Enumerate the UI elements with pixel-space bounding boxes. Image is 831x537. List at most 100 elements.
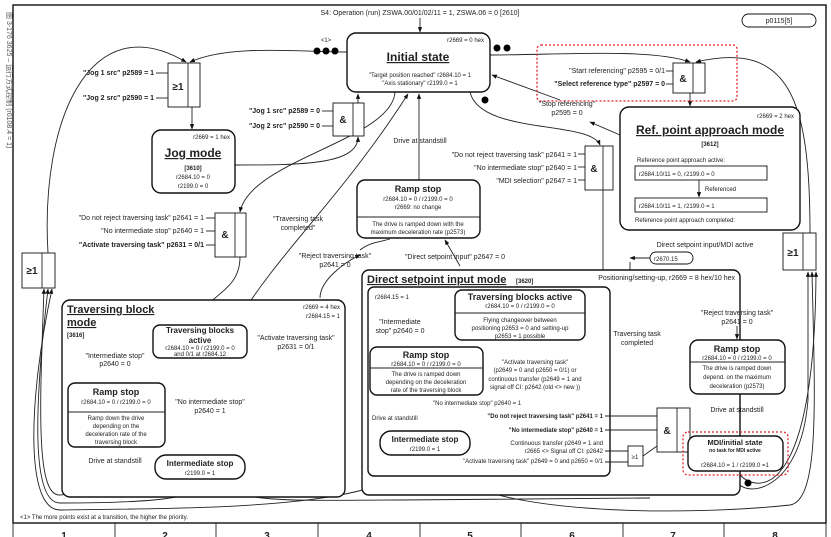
column-numbers: 1 2 3 4 5 6 7 8 — [12, 523, 827, 537]
svg-text:Ramp stop: Ramp stop — [395, 184, 442, 194]
param-ref: p0115[5] — [766, 18, 793, 25]
svg-text:≥1: ≥1 — [172, 82, 183, 93]
svg-text:&: & — [339, 115, 346, 126]
svg-text:r2684.10 = 0: r2684.10 = 0 — [176, 175, 211, 181]
svg-text:Flying changeover between: Flying changeover between — [483, 318, 556, 324]
jog2-exit-input: "Jog 2 src" p2590 = 0 — [249, 123, 320, 130]
svg-text:signal off CI: p2642 (old <> n: signal off CI: p2642 (old <> new )) — [490, 385, 580, 391]
svg-text:depending on the: depending on the — [93, 424, 140, 430]
column-number: 7 — [670, 531, 676, 537]
svg-text:Ramp stop: Ramp stop — [714, 344, 761, 354]
initial-state-title: Initial state — [387, 50, 450, 64]
central-ramp-stop: Ramp stop r2684.10 = 0 / r2199.0 = 0 r26… — [356, 179, 481, 239]
svg-text:"No intermediate stop" p2640 =: "No intermediate stop" p2640 = 1 — [509, 428, 604, 434]
jog2-enter-input: "Jog 2 src" p2590 = 1 — [83, 95, 154, 102]
dsm-intermediate-stop-label: "Intermediate — [379, 319, 421, 326]
tbm-traversing-blocks-active: Traversing blocks active r2684.10 = 0 / … — [152, 324, 248, 359]
mdi-and-gate: & — [578, 145, 614, 191]
dsm-task-completed-label: Traversing task — [613, 331, 661, 338]
svg-text:r2199.0 = 0: r2199.0 = 0 — [178, 184, 209, 190]
select-reference-type-input: "Select reference type" p2597 = 0 — [554, 81, 665, 88]
svg-text:r2684.10 = 0 / r2199.0 = 0: r2684.10 = 0 / r2199.0 = 0 — [485, 304, 555, 310]
jog1-enter-input: "Jog 1 src" p2589 = 1 — [83, 70, 154, 77]
tbm-activate-task-label: "Activate traversing task" — [257, 335, 335, 342]
jog-or-gate: ≥1 — [156, 62, 201, 108]
dsm-task-completed-label: completed — [621, 340, 653, 347]
svg-text:The drive is ramped down: The drive is ramped down — [391, 372, 460, 378]
ref-point-approach-mode: r2669 = 2 hex Ref. point approach mode [… — [619, 106, 801, 231]
dsm-and-gate: & — [656, 407, 691, 453]
svg-text:≥1: ≥1 — [26, 266, 37, 277]
svg-text:(p2649 = 0 and p2650 = 0/1) or: (p2649 = 0 and p2650 = 0/1) or — [493, 368, 576, 374]
svg-text:Intermediate stop: Intermediate stop — [392, 435, 459, 444]
traversing-task-completed-label: "Traversing task — [273, 216, 324, 223]
traversing-entry-input: "Do not reject traversing task" p2641 = … — [79, 215, 205, 222]
svg-text:[3610]: [3610] — [184, 166, 201, 172]
jog-mode: r2669 = 1 hex Jog mode [3610] r2684.10 =… — [151, 129, 236, 194]
svg-text:deceleration rate of the: deceleration rate of the — [85, 432, 147, 438]
traversing-entry-input: "No intermediate stop" p2640 = 1 — [101, 228, 204, 235]
dsm-ramp-stop: Ramp stop r2684.10 = 0 / r2199.0 = 0 The… — [369, 346, 484, 396]
svg-text:[3620]: [3620] — [516, 279, 533, 285]
initial-state-code: r2669 = 0 hex — [447, 38, 484, 44]
mdi-entry-input: "No intermediate stop" p2640 = 1 — [474, 165, 577, 172]
svg-text:r2669: no change: r2669: no change — [395, 205, 442, 211]
dsm-activate-task-label: "Activate traversing task" (p2649 = 0 an… — [488, 360, 581, 391]
column-number: 5 — [467, 531, 473, 537]
svg-text:r2684.10 = 0 / r2199.0 = 0: r2684.10 = 0 / r2199.0 = 0 — [391, 362, 461, 368]
mdi-active-signal-badge — [649, 251, 694, 265]
svg-text:&: & — [221, 230, 228, 241]
mdi-active-label: Direct setpoint input/MDI active — [657, 242, 754, 249]
mdi-active-signal: r2670.15 — [654, 257, 678, 263]
svg-text:maximum deceleration rate (p25: maximum deceleration rate (p2573) — [371, 230, 466, 236]
svg-text:mode: mode — [67, 317, 96, 329]
footnote: <1> The more points exist at a transitio… — [20, 515, 188, 521]
svg-text:Positioning/setting-up, r2669: Positioning/setting-up, r2669 = 8 hex/10… — [598, 275, 735, 282]
initial-state: r2669 = 0 hex Initial state "Target posi… — [346, 32, 491, 93]
tbm-intermediate-stop: Intermediate stop r2199.0 = 1 — [154, 454, 246, 480]
tbm-activate-task-label: p2631 = 0/1 — [277, 344, 314, 351]
traversing-task-completed-label: completed" — [281, 225, 316, 232]
mdi-entry-input: "MDI selection" p2647 = 1 — [496, 178, 577, 185]
column-number: 3 — [264, 531, 270, 537]
jog-exit-and-gate: & — [322, 102, 365, 137]
svg-text:Reference point approach activ: Reference point approach active: — [637, 158, 725, 164]
param-ref-badge — [741, 13, 817, 28]
column-number: 2 — [162, 531, 168, 537]
dsm-intermediate-stop: Intermediate stop r2199.0 = 1 — [379, 430, 471, 456]
tbm-no-intermediate-stop-label: p2640 = 1 — [194, 408, 225, 415]
traversing-entry-and-gate: & — [206, 212, 247, 258]
svg-text:r2199.0 = 1: r2199.0 = 1 — [185, 471, 216, 477]
svg-text:r2684.10 = 0 / r2199.0 = 0: r2684.10 = 0 / r2199.0 = 0 — [165, 346, 235, 352]
svg-text:active: active — [189, 336, 212, 345]
svg-text:Direct setpoint input mode: Direct setpoint input mode — [367, 274, 506, 286]
svg-text:"Do not reject traversing task: "Do not reject traversing task" p2641 = … — [487, 414, 603, 420]
svg-text:r2684.15 = 1: r2684.15 = 1 — [375, 295, 410, 301]
svg-text:[3616]: [3616] — [67, 333, 84, 339]
dsm-right-drive-at-standstill: Drive at standstill — [710, 407, 764, 414]
svg-text:r2669 = 1 hex: r2669 = 1 hex — [193, 135, 230, 141]
svg-text:r2684.15 = 1: r2684.15 = 1 — [306, 314, 341, 320]
dsm-drive-at-standstill: Drive at standstill — [372, 416, 418, 422]
svg-text:Traversing blocks: Traversing blocks — [166, 326, 235, 335]
jog-mode-title: Jog mode — [165, 146, 222, 160]
svg-text:Intermediate stop: Intermediate stop — [167, 459, 234, 468]
svg-text:The drive is ramped down with: The drive is ramped down with the — [372, 222, 464, 228]
svg-text:Reference point approach compl: Reference point approach completed: — [635, 218, 735, 224]
svg-text:Ramp stop: Ramp stop — [93, 387, 140, 397]
initial-state-line1: "Target position reached" r2684.10 = 1 — [369, 73, 472, 79]
column-number: 6 — [569, 531, 575, 537]
tbm-intermediate-stop-label: "Intermediate stop" — [85, 353, 145, 360]
svg-text:"Activate traversing task" p26: "Activate traversing task" p2649 = 0 and… — [463, 459, 604, 465]
tbm-intermediate-stop-label: p2640 = 0 — [99, 361, 130, 368]
svg-text:r2684.10/11 = 1, r2199.0 = 1: r2684.10/11 = 1, r2199.0 = 1 — [639, 204, 715, 210]
svg-text:rate of the traversing block: rate of the traversing block — [391, 388, 463, 394]
column-number: 1 — [61, 531, 67, 537]
run-condition: S4: Operation (run) ZSWA.00/01/02/11 = 1… — [321, 10, 520, 17]
reject-traversing-label: "Reject traversing task" — [299, 253, 372, 260]
svg-text:Ramp down the drive: Ramp down the drive — [88, 416, 145, 422]
tbm-drive-at-standstill: Drive at standstill — [88, 458, 142, 465]
dsm-intermediate-stop-label: stop" p2640 = 0 — [376, 328, 425, 335]
svg-text:&: & — [590, 164, 597, 175]
